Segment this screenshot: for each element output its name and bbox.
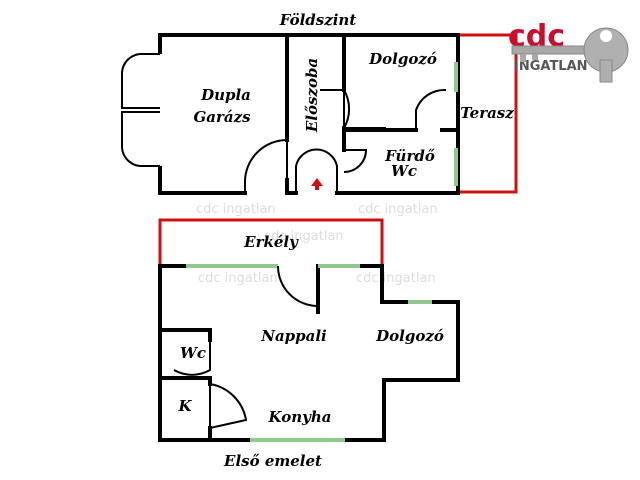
room-label-wc-ground: Wc (391, 162, 417, 180)
garage-door (121, 111, 160, 167)
first-floor-title: Első emelet (223, 452, 322, 470)
balcony-outline (158, 218, 384, 266)
bath-door (343, 149, 368, 173)
logo-ingatlan-text: INGATLAN (514, 59, 588, 74)
room-label-eloszoba: Előszoba (303, 58, 321, 133)
watermark: cdc ingatlan (196, 202, 276, 217)
office-door (320, 89, 351, 129)
room-label-terasz: Terasz (460, 104, 514, 122)
ground-floor: Földszint Dupla Garázs Előszoba Dolgozó … (121, 11, 518, 195)
watermark: cdc ingatlan (356, 271, 436, 286)
room-label-dolgozo-first: Dolgozó (375, 327, 444, 345)
room-label-furdo: Fürdő (384, 147, 435, 165)
room-label-erkely: Erkély (243, 233, 299, 251)
balcony-door (277, 265, 319, 307)
room-label-garazs: Garázs (193, 108, 251, 126)
key-icon (511, 27, 629, 83)
watermark: cdc ingatlan (358, 202, 438, 217)
room-label-dolgozo-ground: Dolgozó (368, 50, 437, 68)
watermark: cdc ingatlan (264, 229, 344, 244)
office-door (343, 90, 386, 129)
terrace-outline (458, 33, 518, 194)
terrace-door (415, 88, 447, 130)
room-label-k: K (177, 397, 192, 415)
watermark-layer: cdc ingatlan cdc ingatlan cdc ingatlan c… (196, 202, 438, 286)
wc-door (173, 340, 211, 376)
entrance-door (295, 148, 338, 193)
cdc-logo: cdc INGATLAN (508, 19, 629, 83)
entrance-arrow-icon (311, 178, 323, 190)
watermark: cdc ingatlan (198, 271, 278, 286)
pantry-door (209, 383, 248, 429)
garage-door (121, 53, 160, 109)
room-label-konyha: Konyha (268, 408, 332, 426)
room-label-wc-first: Wc (180, 344, 206, 362)
ground-floor-title: Földszint (279, 11, 357, 29)
room-label-dupla: Dupla (200, 86, 251, 104)
first-floor: Erkély Nappali Dolgozó Wc K Konyha Első … (158, 218, 460, 470)
garage-hall-door (244, 139, 288, 193)
room-label-nappali: Nappali (260, 327, 327, 345)
